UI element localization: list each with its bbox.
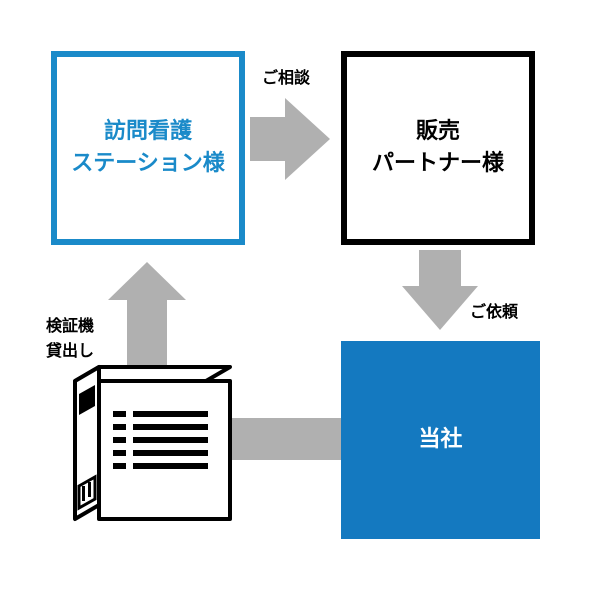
request-arrow: [402, 250, 478, 330]
station-node: 訪問看護 ステーション様: [51, 51, 245, 245]
consult-label: ご相談: [262, 68, 311, 87]
company-node: 当社: [341, 341, 540, 539]
station-label-line2: ステーション様: [71, 151, 225, 176]
device-company-connector: [225, 418, 343, 460]
partner-label-line2: パートナー様: [371, 151, 504, 176]
request-label: ご依頼: [470, 302, 519, 321]
loan-arrow: [108, 262, 186, 372]
station-label-line1: 訪問看護: [103, 119, 192, 145]
partner-node: 販売 パートナー様: [341, 51, 535, 245]
consult-arrow: [250, 98, 330, 180]
company-label: 当社: [418, 427, 463, 453]
partner-label-line1: 販売: [415, 119, 460, 145]
loan-label: 検証機 貸出し: [46, 314, 94, 364]
loan-label-line1: 検証機: [46, 316, 95, 335]
loan-label-line2: 貸出し: [46, 340, 95, 360]
server-tower-details: [77, 385, 208, 511]
